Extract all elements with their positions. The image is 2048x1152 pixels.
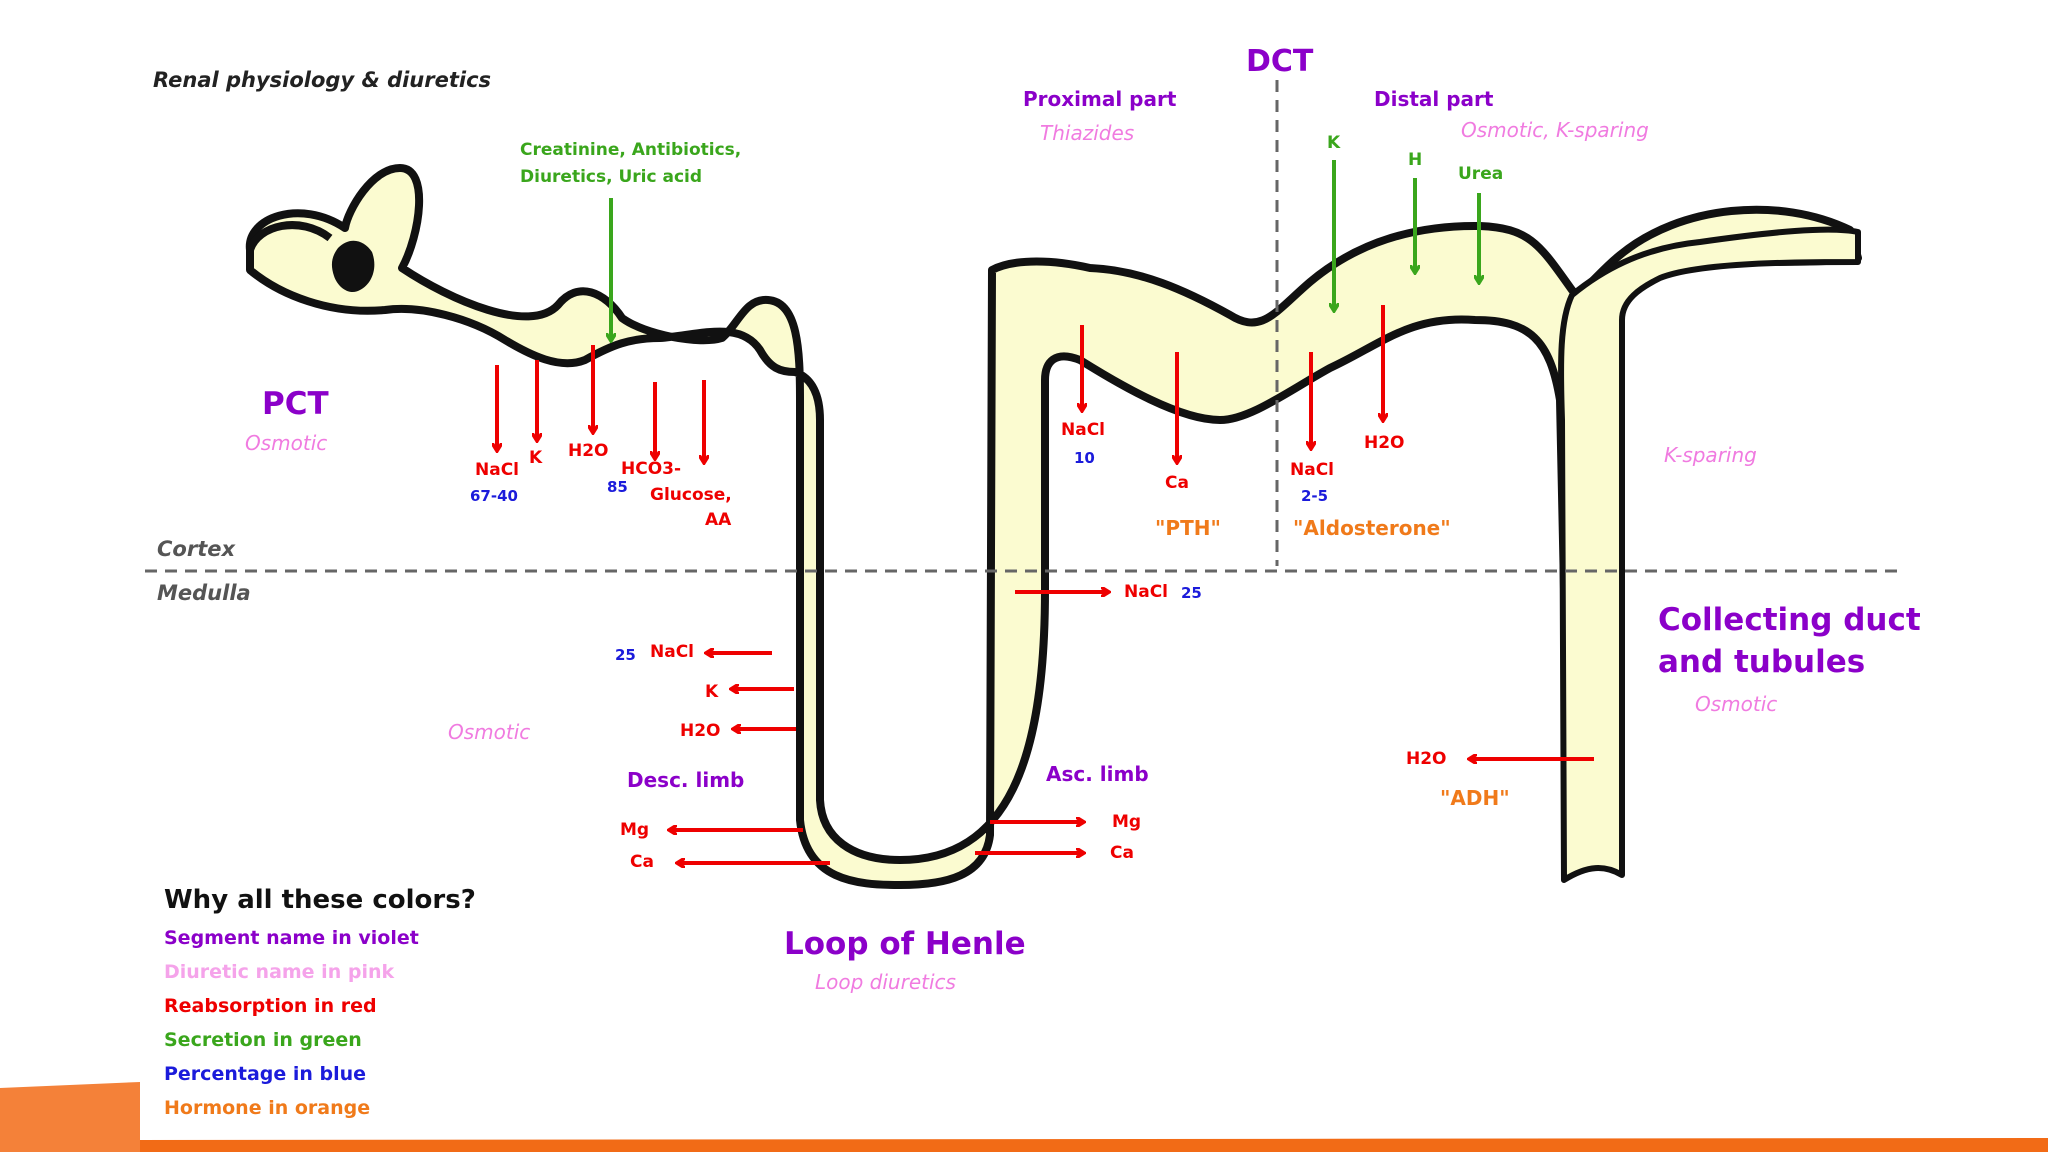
desc-ca-label: Ca [630,852,654,872]
asc-limb-name: Asc. limb [1046,762,1149,786]
legend-item: Percentage in blue [164,1063,367,1085]
dct-prox-ca-label: Ca [1165,473,1189,493]
dct-name: DCT [1246,44,1314,79]
asc-nacl-label: NaCl [1124,582,1169,602]
cd-h2o-label: H2O [1406,749,1447,769]
bowman-capsule [246,221,333,252]
pct-diuretic: Osmotic [245,431,328,455]
asc-ca-label: Ca [1110,843,1134,863]
pct-aa-label: AA [705,510,732,530]
dct-urea-secretion-label: Urea [1458,164,1504,184]
pct-nacl-label: NaCl [475,460,520,480]
color-legend: Why all these colors? Segment name in vi… [164,885,476,1125]
asc-mg-label: Mg [1112,812,1142,832]
cd-diuretic: Osmotic [1695,692,1778,716]
legend-item: Hormone in orange [164,1097,371,1119]
cd-hormone: "ADH" [1440,786,1510,810]
dct-dist-h2o-label: H2O [1364,433,1405,453]
desc-limb-name: Desc. limb [627,768,745,792]
pct-secretion-line2: Diuretics, Uric acid [520,167,703,187]
dct-h-secretion-label: H [1408,150,1423,170]
footer-band-right [140,1138,2048,1152]
dct-dist-hormone: "Aldosterone" [1293,516,1451,540]
dct-prox-hormone: "PTH" [1155,516,1221,540]
desc-limb-diuretic: Osmotic [448,720,531,744]
desc-h2o-label: H2O [680,721,721,741]
legend-item: Segment name in violet [164,927,419,949]
dct-proximal-diuretic: Thiazides [1040,121,1135,145]
zone-medulla: Medulla [157,581,251,605]
pct-k-label: K [529,448,543,468]
loop-diuretic: Loop diuretics [815,970,956,994]
desc-k-label: K [705,682,719,702]
footer-band [0,1082,140,1152]
dct-k-secretion-label: K [1327,133,1341,153]
desc-nacl-label: NaCl [650,642,695,662]
dct-distal-name: Distal part [1374,87,1494,111]
pct-glucose-label: Glucose, [650,485,732,505]
dct-distal-diuretic: Osmotic, K-sparing [1461,118,1649,142]
zone-cortex: Cortex [157,537,236,561]
dct-prox-nacl-label: NaCl [1061,420,1106,440]
cd-name-line2: and tubules [1658,644,1866,680]
dct-dist-nacl-pct: 2-5 [1301,487,1329,505]
legend-item: Diuretic name in pink [164,961,395,983]
pct-nacl-pct: 67-40 [470,487,518,505]
pct-hco3-pct: 85 [607,478,628,496]
desc-mg-label: Mg [620,820,650,840]
dct-prox-nacl-pct: 10 [1074,449,1095,467]
cd-ksparing-diuretic: K-sparing [1664,443,1757,467]
dct-proximal-name: Proximal part [1023,87,1177,111]
legend-item: Reabsorption in red [164,995,377,1017]
cd-name-line1: Collecting duct [1658,602,1921,638]
pct-hco3-label: HCO3- [621,459,682,479]
legend-title: Why all these colors? [164,885,476,915]
asc-nacl-pct: 25 [1181,584,1202,602]
page-title: Renal physiology & diuretics [153,68,492,92]
desc-nacl-pct: 25 [615,646,636,664]
dct-dist-nacl-label: NaCl [1290,460,1335,480]
pct-h2o-label: H2O [568,441,609,461]
legend-item: Secretion in green [164,1029,362,1051]
collecting-duct [1558,226,1861,883]
pct-secretion-line1: Creatinine, Antibiotics, [520,140,742,160]
loop-name: Loop of Henle [784,926,1026,962]
glomerulus-icon [331,240,375,293]
pct-name: PCT [262,386,329,422]
